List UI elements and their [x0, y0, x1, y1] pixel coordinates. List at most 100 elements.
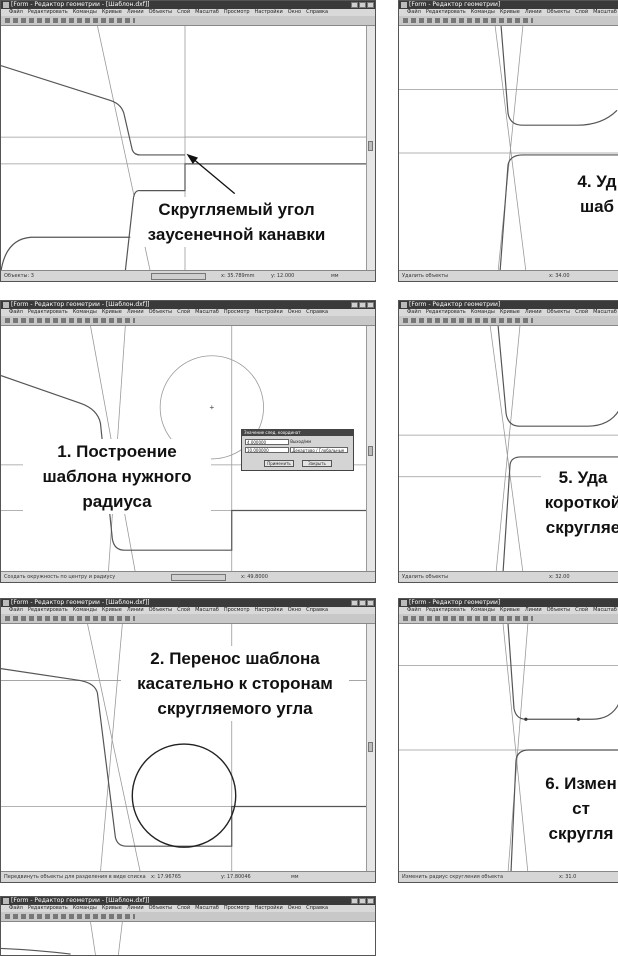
menu-objects[interactable]: Объекты	[148, 607, 173, 613]
menu-scale[interactable]: Масштаб	[195, 9, 219, 15]
close-icon[interactable]	[367, 600, 374, 606]
close-icon[interactable]	[367, 302, 374, 308]
menu-scale[interactable]: Масштаб	[195, 905, 219, 911]
drawing-canvas[interactable]	[1, 922, 367, 955]
menu-curves[interactable]: Кривые	[499, 309, 520, 315]
toolbar[interactable]	[1, 16, 375, 26]
scroll-thumb[interactable]	[368, 446, 373, 456]
menu-commands[interactable]: Команды	[470, 9, 495, 15]
minimize-icon[interactable]	[351, 898, 358, 904]
menu-layer[interactable]: Слой	[177, 9, 191, 15]
menu-objects[interactable]: Объекты	[546, 9, 571, 15]
minimize-icon[interactable]	[351, 600, 358, 606]
menu-curves[interactable]: Кривые	[499, 607, 520, 613]
menu-lines[interactable]: Линии	[524, 9, 542, 15]
menu-objects[interactable]: Объекты	[546, 607, 571, 613]
menu-lines[interactable]: Линии	[524, 607, 542, 613]
menu-commands[interactable]: Команды	[72, 9, 97, 15]
menu-help[interactable]: Справка	[306, 309, 329, 315]
toolbar[interactable]	[1, 614, 375, 624]
menu-settings[interactable]: Настройки	[254, 9, 283, 15]
menu-help[interactable]: Справка	[306, 905, 329, 911]
coordinate-mode-select[interactable]: Декартово / Глобальные	[290, 447, 349, 453]
menu-file[interactable]: Файл	[9, 9, 23, 15]
menu-view[interactable]: Просмотр	[223, 607, 250, 613]
menu-edit[interactable]: Редактировать	[27, 309, 68, 315]
menu-layer[interactable]: Слой	[177, 607, 191, 613]
menu-settings[interactable]: Настройки	[254, 607, 283, 613]
toolbar[interactable]	[1, 316, 375, 326]
menu-edit[interactable]: Редактировать	[425, 607, 466, 613]
menu-objects[interactable]: Объекты	[148, 905, 173, 911]
minimize-icon[interactable]	[351, 302, 358, 308]
menu-lines[interactable]: Линии	[126, 9, 144, 15]
toolbar[interactable]	[1, 912, 375, 922]
menu-lines[interactable]: Линии	[126, 309, 144, 315]
close-icon[interactable]	[367, 898, 374, 904]
menu-edit[interactable]: Редактировать	[27, 9, 68, 15]
menu-commands[interactable]: Команды	[72, 309, 97, 315]
toolbar[interactable]	[399, 16, 618, 26]
x-coordinate-input[interactable]: 4.000000	[245, 439, 289, 445]
close-icon[interactable]	[367, 2, 374, 8]
maximize-icon[interactable]	[359, 2, 366, 8]
menu-help[interactable]: Справка	[306, 9, 329, 15]
maximize-icon[interactable]	[359, 302, 366, 308]
menu-curves[interactable]: Кривые	[499, 9, 520, 15]
menu-scale[interactable]: Масштаб	[593, 607, 617, 613]
menu-scale[interactable]: Масштаб	[195, 607, 219, 613]
horizontal-scrollbar[interactable]	[171, 574, 226, 581]
menu-window[interactable]: Окно	[287, 905, 302, 911]
menu-layer[interactable]: Слой	[177, 309, 191, 315]
vertical-scrollbar[interactable]	[366, 326, 375, 572]
menu-window[interactable]: Окно	[287, 9, 302, 15]
minimize-icon[interactable]	[351, 2, 358, 8]
horizontal-scrollbar[interactable]	[151, 273, 206, 280]
scroll-thumb[interactable]	[368, 141, 373, 151]
menu-commands[interactable]: Команды	[72, 905, 97, 911]
menu-scale[interactable]: Масштаб	[593, 309, 617, 315]
menu-file[interactable]: Файл	[9, 905, 23, 911]
menu-edit[interactable]: Редактировать	[425, 309, 466, 315]
vertical-scrollbar[interactable]	[366, 26, 375, 271]
menu-scale[interactable]: Масштаб	[195, 309, 219, 315]
menu-commands[interactable]: Команды	[470, 309, 495, 315]
menu-curves[interactable]: Кривые	[101, 905, 122, 911]
menu-layer[interactable]: Слой	[575, 309, 589, 315]
toolbar[interactable]	[399, 614, 618, 624]
menu-layer[interactable]: Слой	[575, 9, 589, 15]
menu-file[interactable]: Файл	[407, 9, 421, 15]
menu-curves[interactable]: Кривые	[101, 9, 122, 15]
menu-window[interactable]: Окно	[287, 607, 302, 613]
menu-settings[interactable]: Настройки	[254, 905, 283, 911]
menu-file[interactable]: Файл	[9, 607, 23, 613]
toolbar[interactable]	[399, 316, 618, 326]
y-coordinate-input[interactable]: 10.000000	[245, 447, 289, 453]
menu-file[interactable]: Файл	[407, 309, 421, 315]
menu-lines[interactable]: Линии	[126, 905, 144, 911]
menu-edit[interactable]: Редактировать	[27, 905, 68, 911]
menu-commands[interactable]: Команды	[470, 607, 495, 613]
maximize-icon[interactable]	[359, 600, 366, 606]
menu-view[interactable]: Просмотр	[223, 9, 250, 15]
drawing-canvas[interactable]	[399, 26, 618, 271]
menu-window[interactable]: Окно	[287, 309, 302, 315]
menu-file[interactable]: Файл	[9, 309, 23, 315]
menu-lines[interactable]: Линии	[126, 607, 144, 613]
menu-layer[interactable]: Слой	[177, 905, 191, 911]
maximize-icon[interactable]	[359, 898, 366, 904]
menu-file[interactable]: Файл	[407, 607, 421, 613]
menu-objects[interactable]: Объекты	[148, 9, 173, 15]
menu-edit[interactable]: Редактировать	[425, 9, 466, 15]
apply-button[interactable]: Применить	[264, 460, 294, 467]
menu-scale[interactable]: Масштаб	[593, 9, 617, 15]
menu-help[interactable]: Справка	[306, 607, 329, 613]
menu-layer[interactable]: Слой	[575, 607, 589, 613]
menu-lines[interactable]: Линии	[524, 309, 542, 315]
vertical-scrollbar[interactable]	[366, 624, 375, 872]
menu-curves[interactable]: Кривые	[101, 309, 122, 315]
menu-view[interactable]: Просмотр	[223, 905, 250, 911]
menu-curves[interactable]: Кривые	[101, 607, 122, 613]
close-button[interactable]: Закрыть	[302, 460, 332, 467]
scroll-thumb[interactable]	[368, 742, 373, 752]
